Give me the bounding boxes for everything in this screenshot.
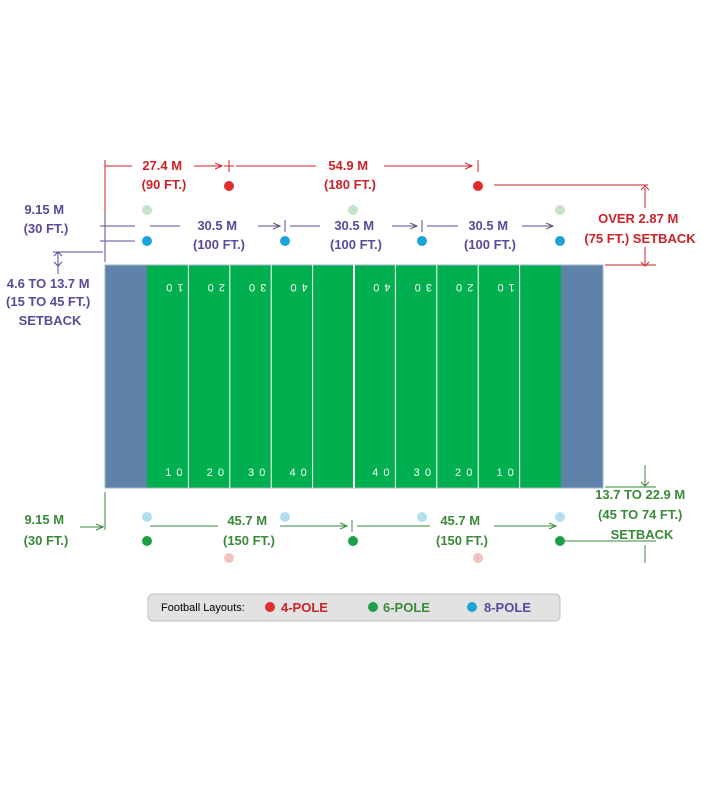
label-bottom-spacing-1: 45.7 M (150 FT.) xyxy=(223,513,275,548)
pole-6-bottom-right xyxy=(555,536,565,546)
label-top-left-gap: 27.4 M (90 FT.) xyxy=(142,158,187,192)
label-left-top-offset: 9.15 M (30 FT.) xyxy=(24,202,69,236)
legend-8-pole-swatch xyxy=(467,602,477,612)
pole-6-top-left-faded xyxy=(142,205,152,215)
legend-4-pole-label: 4-POLE xyxy=(281,600,328,615)
legend-box xyxy=(147,593,561,622)
yard-number-top: 3 0 xyxy=(414,281,432,293)
pole-8-bottom-1-faded xyxy=(142,512,152,522)
light-poles xyxy=(142,181,565,563)
top-red-dimensions xyxy=(104,160,656,267)
label-bottom-right-setback: 13.7 TO 22.9 M (45 TO 74 FT.) SETBACK xyxy=(595,487,689,542)
yard-number-top: 1 0 xyxy=(496,281,514,293)
legend-6-pole-label: 6-POLE xyxy=(383,600,430,615)
yard-number-top: 3 0 xyxy=(248,281,266,293)
pole-8-bottom-2-faded xyxy=(280,512,290,522)
legend-6-pole-swatch xyxy=(368,602,378,612)
yard-number-bottom: 1 0 xyxy=(496,467,514,479)
top-purple-dimensions xyxy=(53,212,553,274)
pole-6-bottom-left xyxy=(142,536,152,546)
legend-8-pole-label: 8-POLE xyxy=(484,600,531,615)
endzone-left xyxy=(105,265,147,488)
label-top-spacing-2: 30.5 M (100 FT.) xyxy=(330,218,382,252)
pole-8-bottom-4-faded xyxy=(555,512,565,522)
yard-number-bottom: 1 0 xyxy=(165,467,183,479)
label-top-right-setback: OVER 2.87 M (75 FT.) SETBACK xyxy=(584,211,696,246)
label-top-center-gap: 54.9 M (180 FT.) xyxy=(324,158,376,192)
legend-title: Football Layouts: xyxy=(161,602,245,614)
top-yard-numbers: 1 0 2 0 3 0 4 0 4 0 3 0 2 0 1 0 xyxy=(165,281,514,293)
label-top-spacing-1: 30.5 M (100 FT.) xyxy=(193,218,245,252)
pole-8-top-2 xyxy=(280,236,290,246)
bottom-yard-numbers: 1 0 2 0 3 0 4 0 4 0 3 0 2 0 1 0 xyxy=(165,467,514,479)
pole-4-top-left xyxy=(224,181,234,191)
pole-8-top-4 xyxy=(555,236,565,246)
pole-8-top-1 xyxy=(142,236,152,246)
endzone-right xyxy=(561,265,603,488)
legend: Football Layouts: 4-POLE 6-POLE 8-POLE xyxy=(147,593,561,622)
label-bottom-spacing-2: 45.7 M (150 FT.) xyxy=(436,513,488,548)
yard-number-top: 2 0 xyxy=(207,281,225,293)
yard-number-bottom: 4 0 xyxy=(289,467,307,479)
pole-8-top-3 xyxy=(417,236,427,246)
yard-number-bottom: 4 0 xyxy=(372,467,390,479)
pole-4-bottom-right-faded xyxy=(473,553,483,563)
pole-6-bottom-center xyxy=(348,536,358,546)
yard-lines xyxy=(187,265,521,488)
football-field: 1 0 2 0 3 0 4 0 4 0 3 0 2 0 1 0 1 0 2 0 3 0 4 0 4 0… xyxy=(104,264,604,489)
legend-4-pole-swatch xyxy=(265,602,275,612)
yard-number-bottom: 3 0 xyxy=(248,467,266,479)
yard-number-bottom: 2 0 xyxy=(207,467,225,479)
dimension-labels: 27.4 M (90 FT.) 54.9 M (180 FT.) OVER 2.… xyxy=(6,158,696,548)
label-top-spacing-3: 30.5 M (100 FT.) xyxy=(464,218,516,252)
pole-6-top-right-faded xyxy=(555,205,565,215)
yard-number-bottom: 2 0 xyxy=(455,467,473,479)
yard-number-top: 1 0 xyxy=(165,281,183,293)
yard-number-top: 4 0 xyxy=(289,281,307,293)
label-left-setback: 4.6 TO 13.7 M (15 TO 45 FT.) SETBACK xyxy=(6,276,94,328)
yard-number-top: 4 0 xyxy=(372,281,390,293)
pole-4-top-right xyxy=(473,181,483,191)
pole-8-bottom-3-faded xyxy=(417,512,427,522)
pole-4-bottom-left-faded xyxy=(224,553,234,563)
label-bottom-left-offset: 9.15 M (30 FT.) xyxy=(24,512,69,548)
yard-number-bottom: 3 0 xyxy=(414,467,432,479)
yard-number-top: 2 0 xyxy=(455,281,473,293)
pole-6-top-center-faded xyxy=(348,205,358,215)
bottom-green-dimensions xyxy=(80,465,656,563)
